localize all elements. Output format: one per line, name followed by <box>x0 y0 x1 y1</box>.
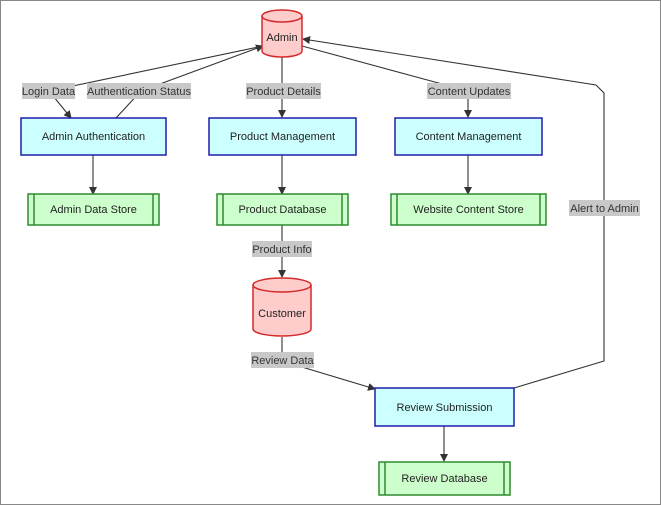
store-review-database[interactable]: Review Database <box>378 461 511 496</box>
svg-text:Product Database: Product Database <box>238 204 326 216</box>
svg-text:Review Submission: Review Submission <box>397 402 493 414</box>
edge-auth-status <box>115 44 264 119</box>
edge-label-content-updates: Content Updates <box>427 83 511 99</box>
svg-text:Product Management: Product Management <box>230 131 335 143</box>
process-admin-authentication[interactable]: Admin Authentication <box>20 117 167 156</box>
edge-label-review-data: Review Data <box>251 352 315 368</box>
edge-label-product-info: Product Info <box>252 241 312 257</box>
svg-text:Product Info: Product Info <box>252 244 311 256</box>
svg-text:Admin Authentication: Admin Authentication <box>42 131 145 143</box>
svg-text:Content Management: Content Management <box>416 131 522 143</box>
entity-admin[interactable]: Admin <box>261 9 303 58</box>
edge-label-alert-admin: Alert to Admin <box>569 200 640 216</box>
svg-text:Admin: Admin <box>266 32 297 44</box>
svg-text:Alert to Admin: Alert to Admin <box>570 203 638 215</box>
svg-text:Review Database: Review Database <box>401 473 487 485</box>
edge-alert-admin <box>302 36 605 389</box>
edges <box>48 36 605 462</box>
edge-label-product-details: Product Details <box>246 83 321 99</box>
entity-customer[interactable]: Customer <box>252 277 312 337</box>
svg-text:Authentication Status: Authentication Status <box>87 86 191 98</box>
edge-label-login-data: Login Data <box>22 83 76 99</box>
edge-login-data <box>48 45 264 119</box>
store-admin-data[interactable]: Admin Data Store <box>27 193 160 226</box>
store-website-content[interactable]: Website Content Store <box>390 193 547 226</box>
svg-text:Website Content Store: Website Content Store <box>413 204 523 216</box>
process-product-management[interactable]: Product Management <box>208 117 357 156</box>
svg-text:Admin Data Store: Admin Data Store <box>50 204 137 216</box>
store-product-database[interactable]: Product Database <box>216 193 349 226</box>
svg-text:Login Data: Login Data <box>22 86 76 98</box>
svg-text:Review Data: Review Data <box>251 355 314 367</box>
process-review-submission[interactable]: Review Submission <box>374 387 515 427</box>
edge-labels: Login Data Authentication Status Product… <box>22 83 640 368</box>
process-content-management[interactable]: Content Management <box>394 117 543 156</box>
edge-label-auth-status: Authentication Status <box>87 83 191 99</box>
svg-text:Product Details: Product Details <box>246 86 321 98</box>
edge-admin-content <box>301 45 472 118</box>
svg-text:Content Updates: Content Updates <box>428 86 511 98</box>
svg-text:Customer: Customer <box>258 308 306 320</box>
